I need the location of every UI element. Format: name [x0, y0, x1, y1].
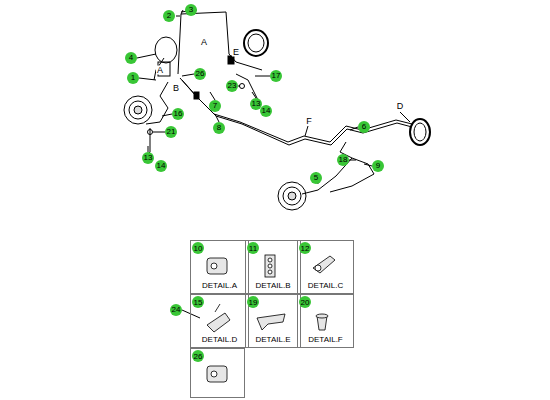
- callout-number: 5: [310, 172, 322, 184]
- callout-number: 20: [299, 296, 311, 308]
- callout-number: 1: [127, 72, 139, 84]
- callout-number: 17: [270, 70, 282, 82]
- view-letter: A: [156, 66, 164, 75]
- callout-number: 14: [155, 160, 167, 172]
- callout-number: 12: [299, 242, 311, 254]
- callout-number: 6: [358, 121, 370, 133]
- callout-number: 21: [165, 126, 177, 138]
- callout-number: 15: [192, 296, 204, 308]
- view-letter: B: [172, 84, 180, 93]
- detail-caption: DETAIL.C: [298, 281, 353, 290]
- view-letter: E: [232, 48, 240, 57]
- callout-number: 19: [247, 296, 259, 308]
- view-letter: D: [396, 102, 405, 111]
- callout-number: 24: [170, 304, 182, 316]
- detail-cell: 19DETAIL.E: [245, 294, 301, 348]
- callout-number: 4: [125, 52, 137, 64]
- callout-number: 11: [247, 242, 259, 254]
- callout-number: 26: [192, 350, 204, 362]
- callout-number: 9: [372, 160, 384, 172]
- detail-cell: 15DETAIL.D: [190, 294, 249, 348]
- detail-cell: 26: [190, 348, 245, 398]
- callout-number: 23: [226, 80, 238, 92]
- callout-number: 7: [209, 100, 221, 112]
- view-letter: F: [305, 117, 313, 126]
- detail-caption: DETAIL.E: [246, 335, 300, 344]
- callout-number: 14: [260, 105, 272, 117]
- detail-caption: DETAIL.F: [298, 335, 353, 344]
- callout-number: 3: [185, 4, 197, 16]
- callout-number: 8: [213, 122, 225, 134]
- callout-number: 26: [194, 68, 206, 80]
- detail-cell: 10DETAIL.A: [190, 240, 249, 294]
- detail-cell: 11DETAIL.B: [245, 240, 301, 294]
- detail-caption: DETAIL.A: [191, 281, 248, 290]
- detail-caption: DETAIL.D: [191, 335, 248, 344]
- detail-caption: DETAIL.B: [246, 281, 300, 290]
- view-letter: A: [200, 38, 208, 47]
- detail-cell: 20DETAIL.F: [297, 294, 354, 348]
- callout-number: 18: [337, 154, 349, 166]
- callout-number: 13: [142, 152, 154, 164]
- callout-number: 2: [163, 10, 175, 22]
- detail-cell: 12DETAIL.C: [297, 240, 354, 294]
- callout-number: 10: [192, 242, 204, 254]
- callout-number: 16: [172, 108, 184, 120]
